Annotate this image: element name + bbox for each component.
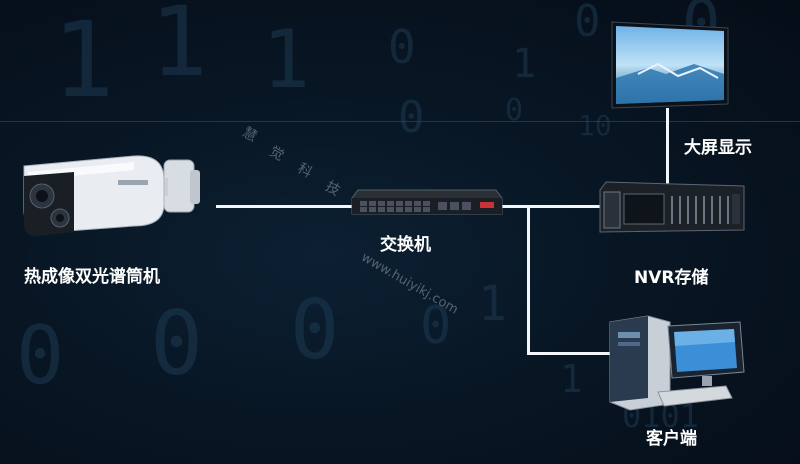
divider-line (0, 121, 800, 122)
nvr-label: NVR存储 (634, 268, 709, 288)
link-switch-nvr (500, 205, 606, 208)
watermark-char-2: 觉 (266, 143, 287, 165)
link-display-vertical (666, 108, 669, 186)
link-client-horizontal (527, 352, 623, 355)
client-pc-icon (609, 315, 745, 411)
watermark-char-4: 技 (322, 178, 343, 200)
watermark-char-1: 慧 (239, 124, 260, 146)
client-label: 客户端 (646, 429, 697, 449)
nvr-icon (599, 181, 745, 233)
watermark-url: www.huiyikj.com (358, 250, 461, 318)
camera-label: 热成像双光谱筒机 (24, 267, 160, 287)
switch-icon (351, 189, 503, 215)
display-label: 大屏显示 (684, 138, 752, 158)
switch-label: 交换机 (380, 235, 431, 255)
display-icon (611, 21, 729, 109)
link-client-vertical (527, 206, 530, 354)
camera-icon (23, 155, 200, 236)
watermark-char-3: 科 (294, 160, 315, 182)
